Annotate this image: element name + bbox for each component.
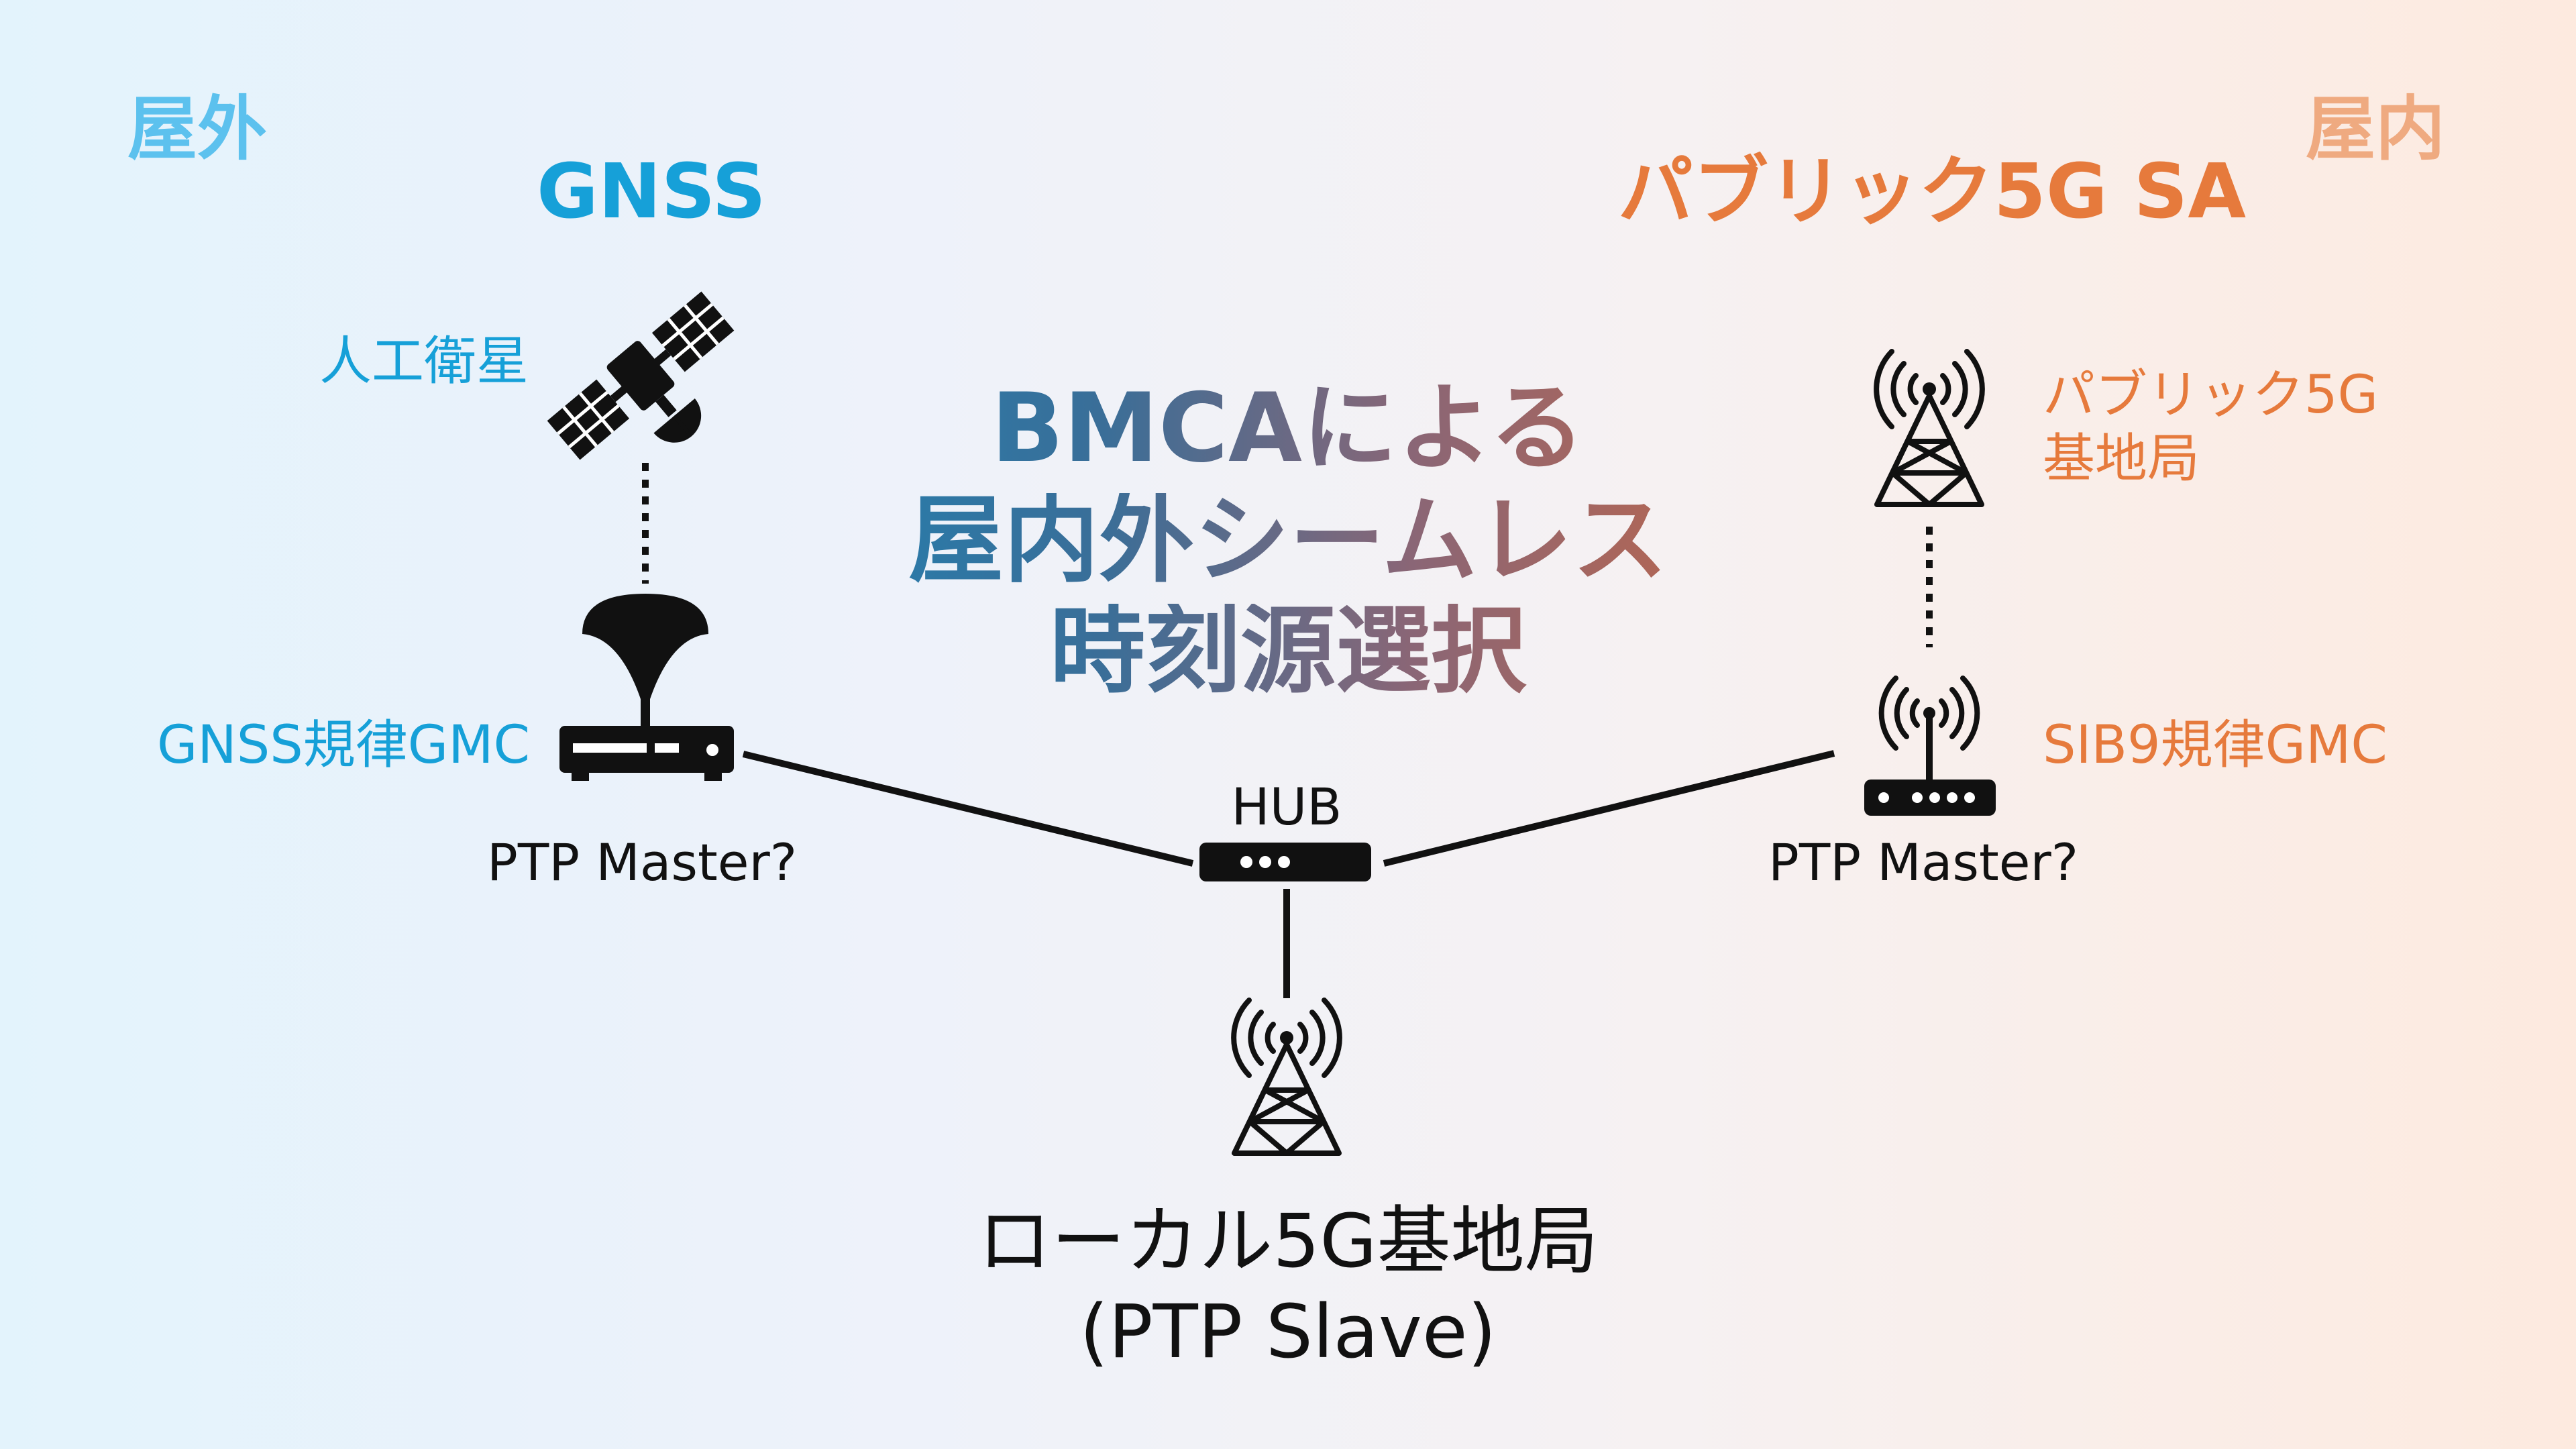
cell-tower-icon: [1231, 998, 1342, 1156]
ptp-slave-label: (PTP Slave): [1079, 1289, 1497, 1375]
heading-public-5g-sa: パブリック5G SA: [1617, 148, 2247, 235]
satellite-label: 人工衛星: [319, 331, 529, 392]
zone-indoor-label: 屋内: [2305, 88, 2445, 170]
router-antenna-icon: [1864, 676, 1996, 816]
sib9-gmc-label: SIB9規律GMC: [2043, 715, 2387, 775]
gnss-antenna-icon: [582, 594, 708, 730]
link-sib9-hub: [1383, 750, 1835, 867]
heading-gnss: GNSS: [537, 148, 766, 235]
hub-icon: [1199, 843, 1371, 881]
link-gnss-hub: [742, 751, 1194, 867]
title-line-3: 時刻源選択: [671, 604, 1905, 699]
right-ptp-master-label: PTP Master?: [1768, 833, 2079, 892]
gnss-receiver-icon: [559, 726, 734, 781]
title-line-1: BMCAによる: [671, 381, 1905, 476]
public-5g-station-label-1: パブリック5G: [2043, 365, 2379, 425]
left-ptp-master-label: PTP Master?: [487, 833, 798, 892]
local-5g-station-label: ローカル5G基地局: [977, 1198, 1599, 1284]
gnss-gmc-label: GNSS規律GMC: [156, 715, 530, 775]
title-line-2: 屋内外シームレス: [671, 493, 1905, 588]
hub-label: HUB: [1231, 777, 1342, 837]
zone-outdoor-label: 屋外: [127, 88, 268, 170]
public-5g-station-label-2: 基地局: [2043, 429, 2200, 489]
cell-tower-icon: [1874, 349, 1985, 507]
satellite-icon: [547, 291, 735, 460]
